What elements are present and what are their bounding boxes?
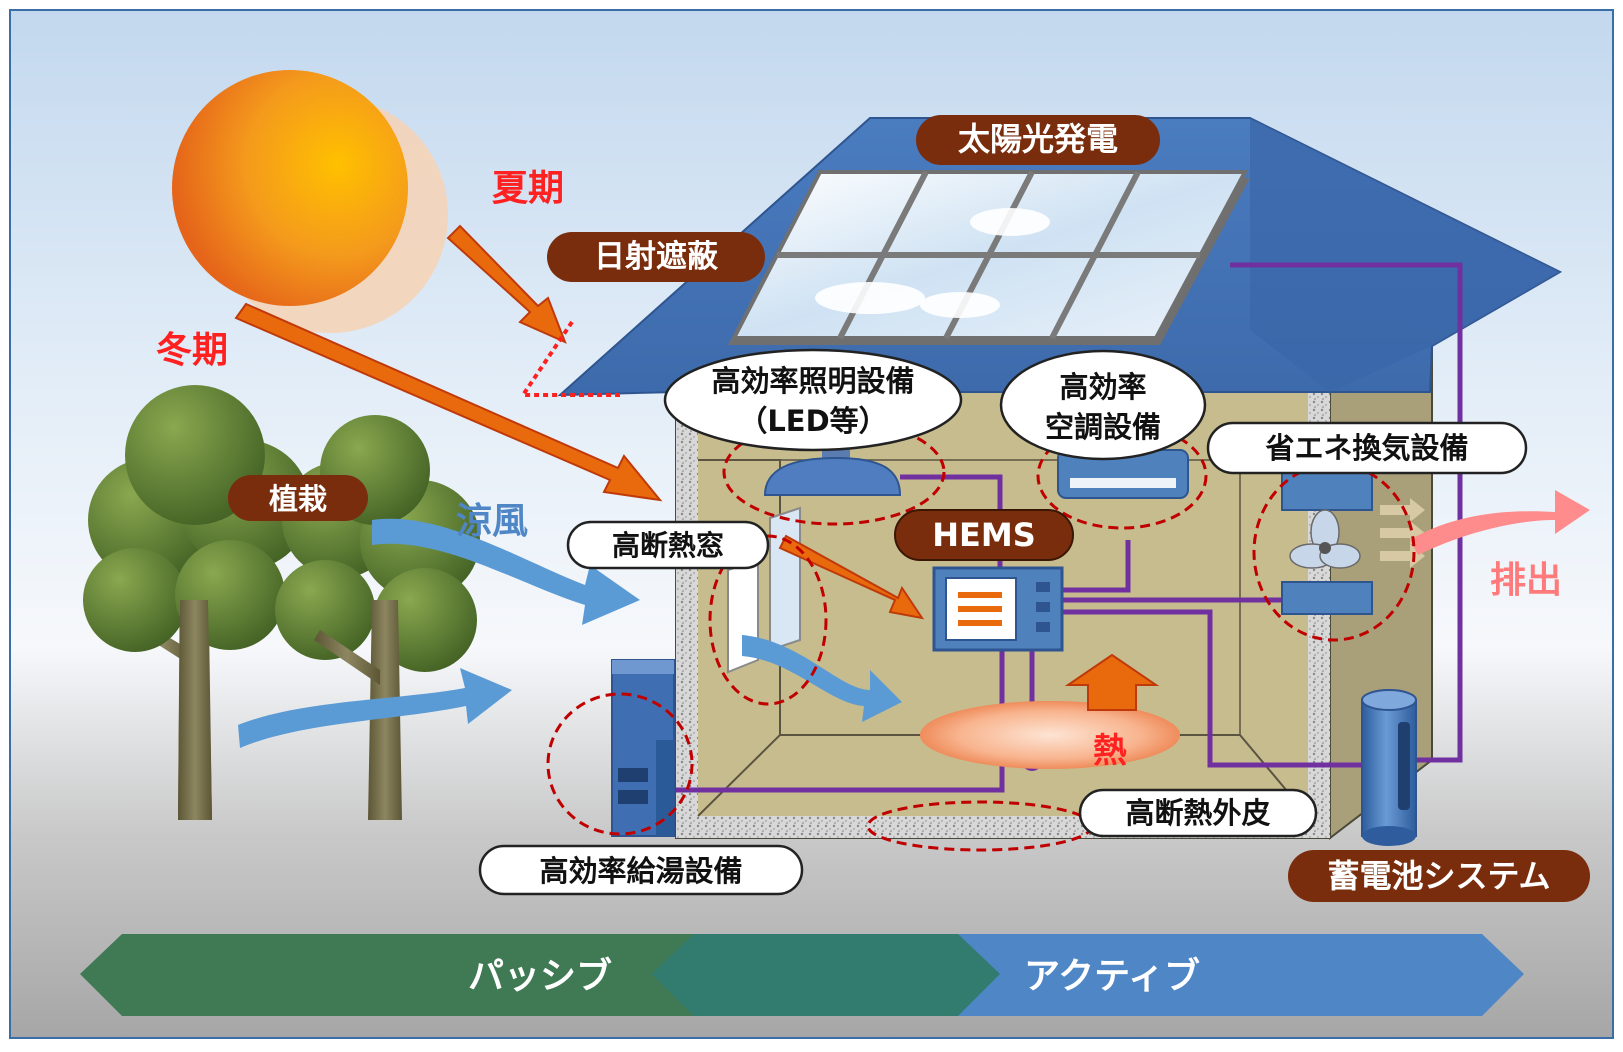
insulation-label-bubble (1078, 788, 1318, 838)
solar-panel-icon (728, 170, 1250, 345)
focus-circle-ventilation (1252, 462, 1416, 642)
focus-circle-water-heater (546, 692, 694, 836)
hems-panel-icon (932, 566, 1064, 652)
winter-label: 冬期 (156, 330, 228, 371)
breeze-arrow-icon (372, 518, 640, 625)
sun-icon (172, 70, 448, 333)
battery-label: 蓄電池システム (1327, 857, 1550, 895)
ventilation-fan-icon (1281, 469, 1425, 615)
hvac-label-bubble (999, 349, 1207, 461)
breeze-arrow-icon (238, 668, 512, 748)
breeze-arrow-icon (742, 635, 902, 722)
hems-label: HEMS (932, 516, 1036, 554)
hvac-label-line2: 空調設備 (1045, 410, 1161, 444)
sun-shading-line (519, 320, 620, 397)
sun-shading-label: 日射遮蔽 (594, 239, 719, 275)
lighting-label-line1: 高効率照明設備 (711, 364, 914, 398)
heat-label: 熱 (1093, 731, 1127, 771)
ventilation-label-bubble (1206, 421, 1528, 475)
battery-label-box: 蓄電池システム (1288, 850, 1590, 902)
planting-label-box: 植栽 (228, 475, 368, 521)
solar-power-label-box: 太陽光発電 (916, 115, 1160, 165)
sun-shading-label-box: 日射遮蔽 (547, 232, 765, 282)
focus-circles (546, 418, 1416, 852)
ventilation-label: 省エネ換気設備 (1265, 431, 1468, 465)
exhaust-arrow-icon (1410, 490, 1590, 555)
tree-icon (83, 385, 310, 820)
cool-breeze-label: 涼風 (456, 501, 528, 542)
cool-breeze-arrows (238, 518, 640, 748)
window-label-bubble (566, 520, 770, 570)
heat-up-arrow-icon (1064, 653, 1160, 711)
water-heater-label: 高効率給湯設備 (539, 854, 742, 888)
exhaust-label: 排出 (1490, 560, 1562, 601)
battery-icon (1361, 689, 1417, 846)
passive-active-band: パッシブ アクティブ (80, 934, 1524, 1016)
focus-circle-window (708, 534, 828, 706)
summer-sun-ray-arrow (446, 224, 567, 344)
lighting-label-bubble (663, 348, 963, 452)
window-label: 高断熱窓 (612, 529, 724, 562)
water-heater-label-bubble (478, 844, 804, 896)
active-label: アクティブ (1024, 955, 1200, 997)
floor-heat (920, 701, 1180, 769)
planting-label: 植栽 (269, 482, 327, 516)
hvac-label-line1: 高効率 (1059, 370, 1146, 404)
water-heater-icon (611, 659, 675, 837)
solar-power-label: 太陽光発電 (958, 120, 1118, 158)
sun-ray-arrow (778, 534, 925, 620)
summer-label: 夏期 (492, 168, 564, 209)
hems-label-box: HEMS (894, 509, 1074, 561)
winter-sun-ray-arrow (234, 302, 663, 502)
led-light-icon (763, 448, 902, 496)
lighting-label-line2: （LED等） (738, 404, 887, 438)
passive-label: パッシブ (468, 955, 612, 997)
insulation-skin-label: 高断熱外皮 (1125, 796, 1270, 830)
overlap-band (652, 934, 1000, 1016)
